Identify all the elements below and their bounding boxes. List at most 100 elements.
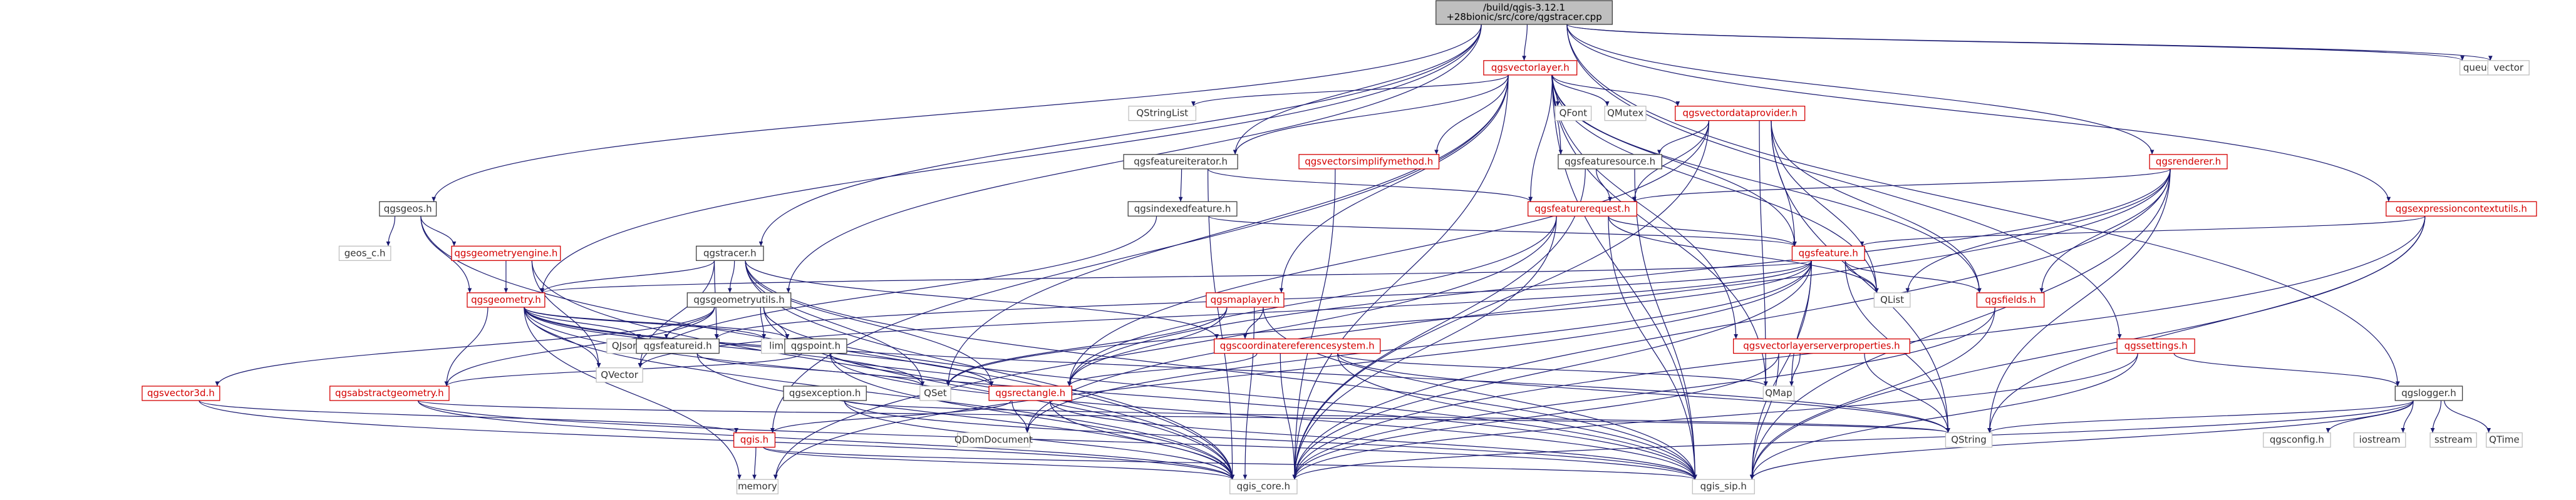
- edge-qgsfeature-to-qgsgeometry: [541, 260, 1812, 293]
- edge-qgsrectangle-to-qgis: [770, 400, 1011, 433]
- edge-qgsgeometry-to-qgspoint: [524, 307, 790, 340]
- node-label: qgsfeaturesource.h: [1565, 156, 1655, 167]
- node-qgsgeometryengine[interactable]: qgsgeometryengine.h: [451, 245, 561, 261]
- edge-qgsvectordataprovider-to-qstring: [1771, 120, 1950, 433]
- node-qdomdocument: QDomDocument: [954, 432, 1033, 448]
- edge-root-to-qgsexpressioncontextutils: [1566, 24, 2391, 202]
- node-qgsfields[interactable]: qgsfields.h: [1976, 292, 2045, 308]
- node-box: [1214, 338, 1381, 354]
- edge-qgsabstractgeometry-to-qgis_core: [417, 400, 1234, 480]
- edge-root-to-qgsvectorlayer: [1522, 24, 1528, 61]
- node-qgis[interactable]: qgis.h: [733, 432, 776, 448]
- node-qgsgeos[interactable]: qgsgeos.h: [379, 201, 437, 217]
- edge-qgsrenderer-to-qgis_sip: [1749, 168, 2171, 480]
- edge-qgis-to-memory: [752, 447, 757, 480]
- edge-qgsfeaturesource-to-qgis_sip: [1634, 168, 1697, 480]
- node-qgsgeometry[interactable]: qgsgeometry.h: [467, 292, 546, 308]
- edge-qgsrenderer-to-qgsfeaturerequest: [1632, 168, 2171, 202]
- node-qgsfeaturesource[interactable]: qgsfeaturesource.h: [1558, 154, 1662, 170]
- node-box: [733, 432, 776, 448]
- edge-qgsgeos-to-qgsgeometryengine: [420, 216, 457, 247]
- node-box: [1123, 154, 1238, 170]
- edge-qgsgeometry-to-qstring: [524, 307, 1950, 433]
- node-qgsvectorlayerserverproperties[interactable]: qgsvectorlayerserverproperties.h: [1733, 338, 1910, 354]
- node-label: qgsvectordataprovider.h: [1683, 108, 1798, 119]
- edge-qgsabstractgeometry-to-qgis_sip: [417, 400, 1697, 480]
- node-qgscoordinatereferencesystem[interactable]: qgscoordinatereferencesystem.h: [1214, 338, 1381, 354]
- node-qgsvectordataprovider[interactable]: qgsvectordataprovider.h: [1675, 105, 1806, 121]
- node-label: qgsindexedfeature.h: [1134, 203, 1231, 214]
- edge-qgsfeature-to-qdomdocument: [1025, 260, 1812, 433]
- node-qgspoint[interactable]: qgspoint.h: [784, 338, 847, 354]
- edge-qgsfeature-to-memory: [773, 260, 1812, 480]
- node-label: QTime: [2489, 434, 2520, 446]
- node-qgsindexedfeature[interactable]: qgsindexedfeature.h: [1127, 201, 1238, 217]
- node-qgsexpressioncontextutils[interactable]: qgsexpressioncontextutils.h: [2386, 201, 2537, 217]
- node-label: qgsabstractgeometry.h: [335, 387, 444, 399]
- node-qgsmaplayer[interactable]: qgsmaplayer.h: [1206, 292, 1285, 308]
- edge-qgstracer-to-qgsrectangle: [745, 260, 994, 387]
- node-label: QVector: [601, 369, 638, 380]
- edge-qgsvectorlayerserverproperties-to-qstring: [1864, 353, 1950, 433]
- node-box: [2487, 60, 2530, 76]
- node-qgsgeometryutils[interactable]: qgsgeometryutils.h: [686, 292, 792, 308]
- node-qgsrenderer[interactable]: qgsrenderer.h: [2149, 154, 2228, 170]
- node-qgsfeatureid[interactable]: qgsfeatureid.h: [636, 338, 720, 354]
- edge-qgsfeatureiterator-to-qgsfeaturerequest: [1208, 168, 1533, 202]
- node-qgsvectorlayer[interactable]: qgsvectorlayer.h: [1483, 60, 1578, 76]
- node-qgsfeature[interactable]: qgsfeature.h: [1791, 245, 1865, 261]
- node-box: [1791, 245, 1865, 261]
- node-qgsfeaturerequest[interactable]: qgsfeaturerequest.h: [1528, 201, 1638, 217]
- node-qgsabstractgeometry[interactable]: qgsabstractgeometry.h: [329, 385, 450, 401]
- edge-root-to-qgslogger: [1566, 24, 2400, 387]
- node-box: [783, 385, 867, 401]
- node-label: iostream: [2359, 434, 2401, 446]
- node-qgsvector3d[interactable]: qgsvector3d.h: [142, 385, 220, 401]
- node-label: QList: [1880, 294, 1904, 305]
- edge-qgsvectordataprovider-to-qgsfields: [1771, 120, 1982, 293]
- edge-qgspoint-to-qgis_core: [829, 353, 1234, 480]
- node-label: qgsfeatureid.h: [644, 340, 712, 352]
- node-box: [696, 245, 764, 261]
- edge-qgsvectorlayer-to-qgsvectorlayerserverproperties: [1551, 74, 1739, 339]
- edge-qgsmaplayer-to-qset: [946, 307, 1228, 387]
- node-box: [1483, 60, 1578, 76]
- edge-qgsvectordataprovider-to-qgsrectangle: [1067, 120, 1710, 387]
- edge-qgis-to-qgis_core: [763, 447, 1234, 480]
- node-box: [1945, 432, 1993, 448]
- node-qgsrectangle[interactable]: qgsrectangle.h: [988, 385, 1072, 401]
- node-qgsvectorsimplifymethod[interactable]: qgsvectorsimplifymethod.h: [1298, 154, 1440, 170]
- node-qgstracer[interactable]: qgstracer.h: [696, 245, 764, 261]
- edge-qgsvectordataprovider-to-qgis_core: [1292, 120, 1710, 480]
- edge-qgsrenderer-to-qgsrectangle: [1067, 168, 2171, 387]
- edge-qgsvectorlayer-to-qstringlist: [1191, 74, 1509, 107]
- node-label: qgsfeatureiterator.h: [1134, 156, 1228, 167]
- edge-root-to-qgssettings: [1566, 24, 2122, 339]
- node-label: qgsfields.h: [1985, 294, 2035, 305]
- edge-qgsfeaturerequest-to-qgsrectangle: [1067, 216, 1557, 387]
- edge-root-to-qgsgeos: [432, 24, 1482, 202]
- edge-qgsvectorlayer-to-qgsfeaturerequest: [1528, 74, 1553, 202]
- node-box: [467, 292, 546, 308]
- node-qgslogger[interactable]: qgslogger.h: [2394, 385, 2463, 401]
- node-qstring: QString: [1945, 432, 1993, 448]
- node-qgssettings[interactable]: qgssettings.h: [2116, 338, 2195, 354]
- edge-root-to-vector: [1566, 24, 2493, 61]
- node-box: [1554, 105, 1592, 121]
- edge-qgsfeature-to-qlist: [1844, 260, 1879, 293]
- node-qgsfeatureiterator[interactable]: qgsfeatureiterator.h: [1123, 154, 1238, 170]
- node-label: QMutex: [1607, 108, 1643, 119]
- edge-qgsrectangle-to-qgis_sip: [1049, 400, 1697, 480]
- node-qgis-sip: qgis_sip.h: [1692, 479, 1755, 494]
- node-label: qgsrenderer.h: [2156, 156, 2221, 167]
- edge-qgsgeometryutils-to-qgsabstractgeometry: [444, 307, 715, 387]
- node-label: qgscoordinatereferencesystem.h: [1220, 340, 1375, 352]
- node-label: qgsgeometryutils.h: [693, 294, 784, 305]
- edge-qgscoordinatereferencesystem-to-qgis_sip: [1337, 353, 1697, 480]
- node-label: qgssettings.h: [2124, 340, 2188, 352]
- node-qgsexception[interactable]: qgsexception.h: [783, 385, 867, 401]
- node-box: [1762, 385, 1795, 401]
- edge-qgsgeometry-to-qgsabstractgeometry: [444, 307, 489, 387]
- node-box: [1298, 154, 1440, 170]
